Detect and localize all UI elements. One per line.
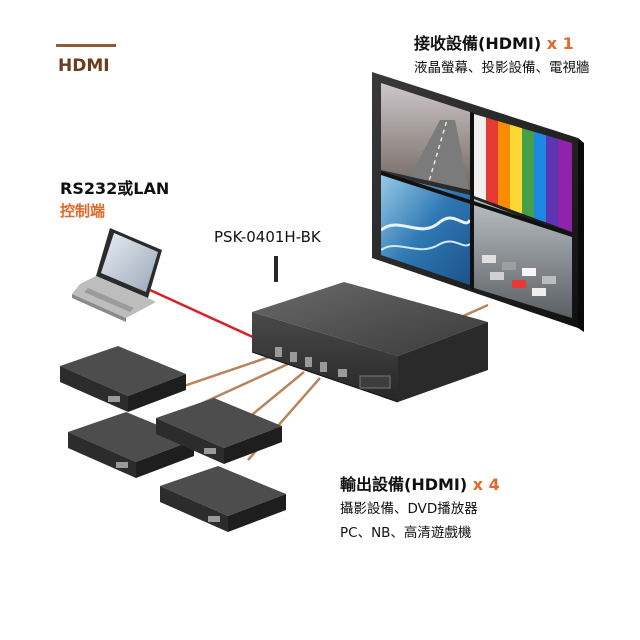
source-box-icon: [60, 346, 286, 532]
control-subtitle: 控制端: [60, 202, 106, 220]
control-cable: [149, 288, 269, 346]
sources-count: x 4: [472, 475, 500, 494]
laptop-icon: [72, 228, 162, 322]
receiver-heading: 接收設備(HDMI) x 1: [414, 30, 574, 54]
sources-examples-line1: 攝影設備、DVD播放器: [340, 501, 478, 517]
header-accent-bar: [56, 44, 116, 47]
device-model-label: PSK-0401H-BK: [214, 228, 321, 246]
control-title: RS232或LAN: [60, 179, 170, 198]
monitor-wall-icon: [372, 72, 584, 332]
header-label: HDMI: [58, 56, 110, 76]
source-device-3: [156, 398, 282, 464]
kvm-switch-icon: [251, 282, 488, 431]
receiver-examples: 液晶螢幕、投影設備、電視牆: [414, 60, 590, 76]
source-device-2: [68, 412, 194, 478]
sources-title: 輸出設備(HDMI): [340, 475, 468, 494]
switch-top: [252, 282, 488, 356]
receiver-count: x 1: [546, 34, 574, 53]
wall-screen-color-bars: [474, 114, 572, 232]
sources-heading: 輸出設備(HDMI) x 4: [340, 471, 500, 495]
source-device-4: [160, 466, 286, 532]
switch-side: [398, 322, 488, 402]
receiver-title: 接收設備(HDMI): [414, 34, 542, 53]
source-device-1: [60, 346, 186, 412]
sources-examples-line2: PC、NB、高清遊戲機: [340, 525, 472, 541]
